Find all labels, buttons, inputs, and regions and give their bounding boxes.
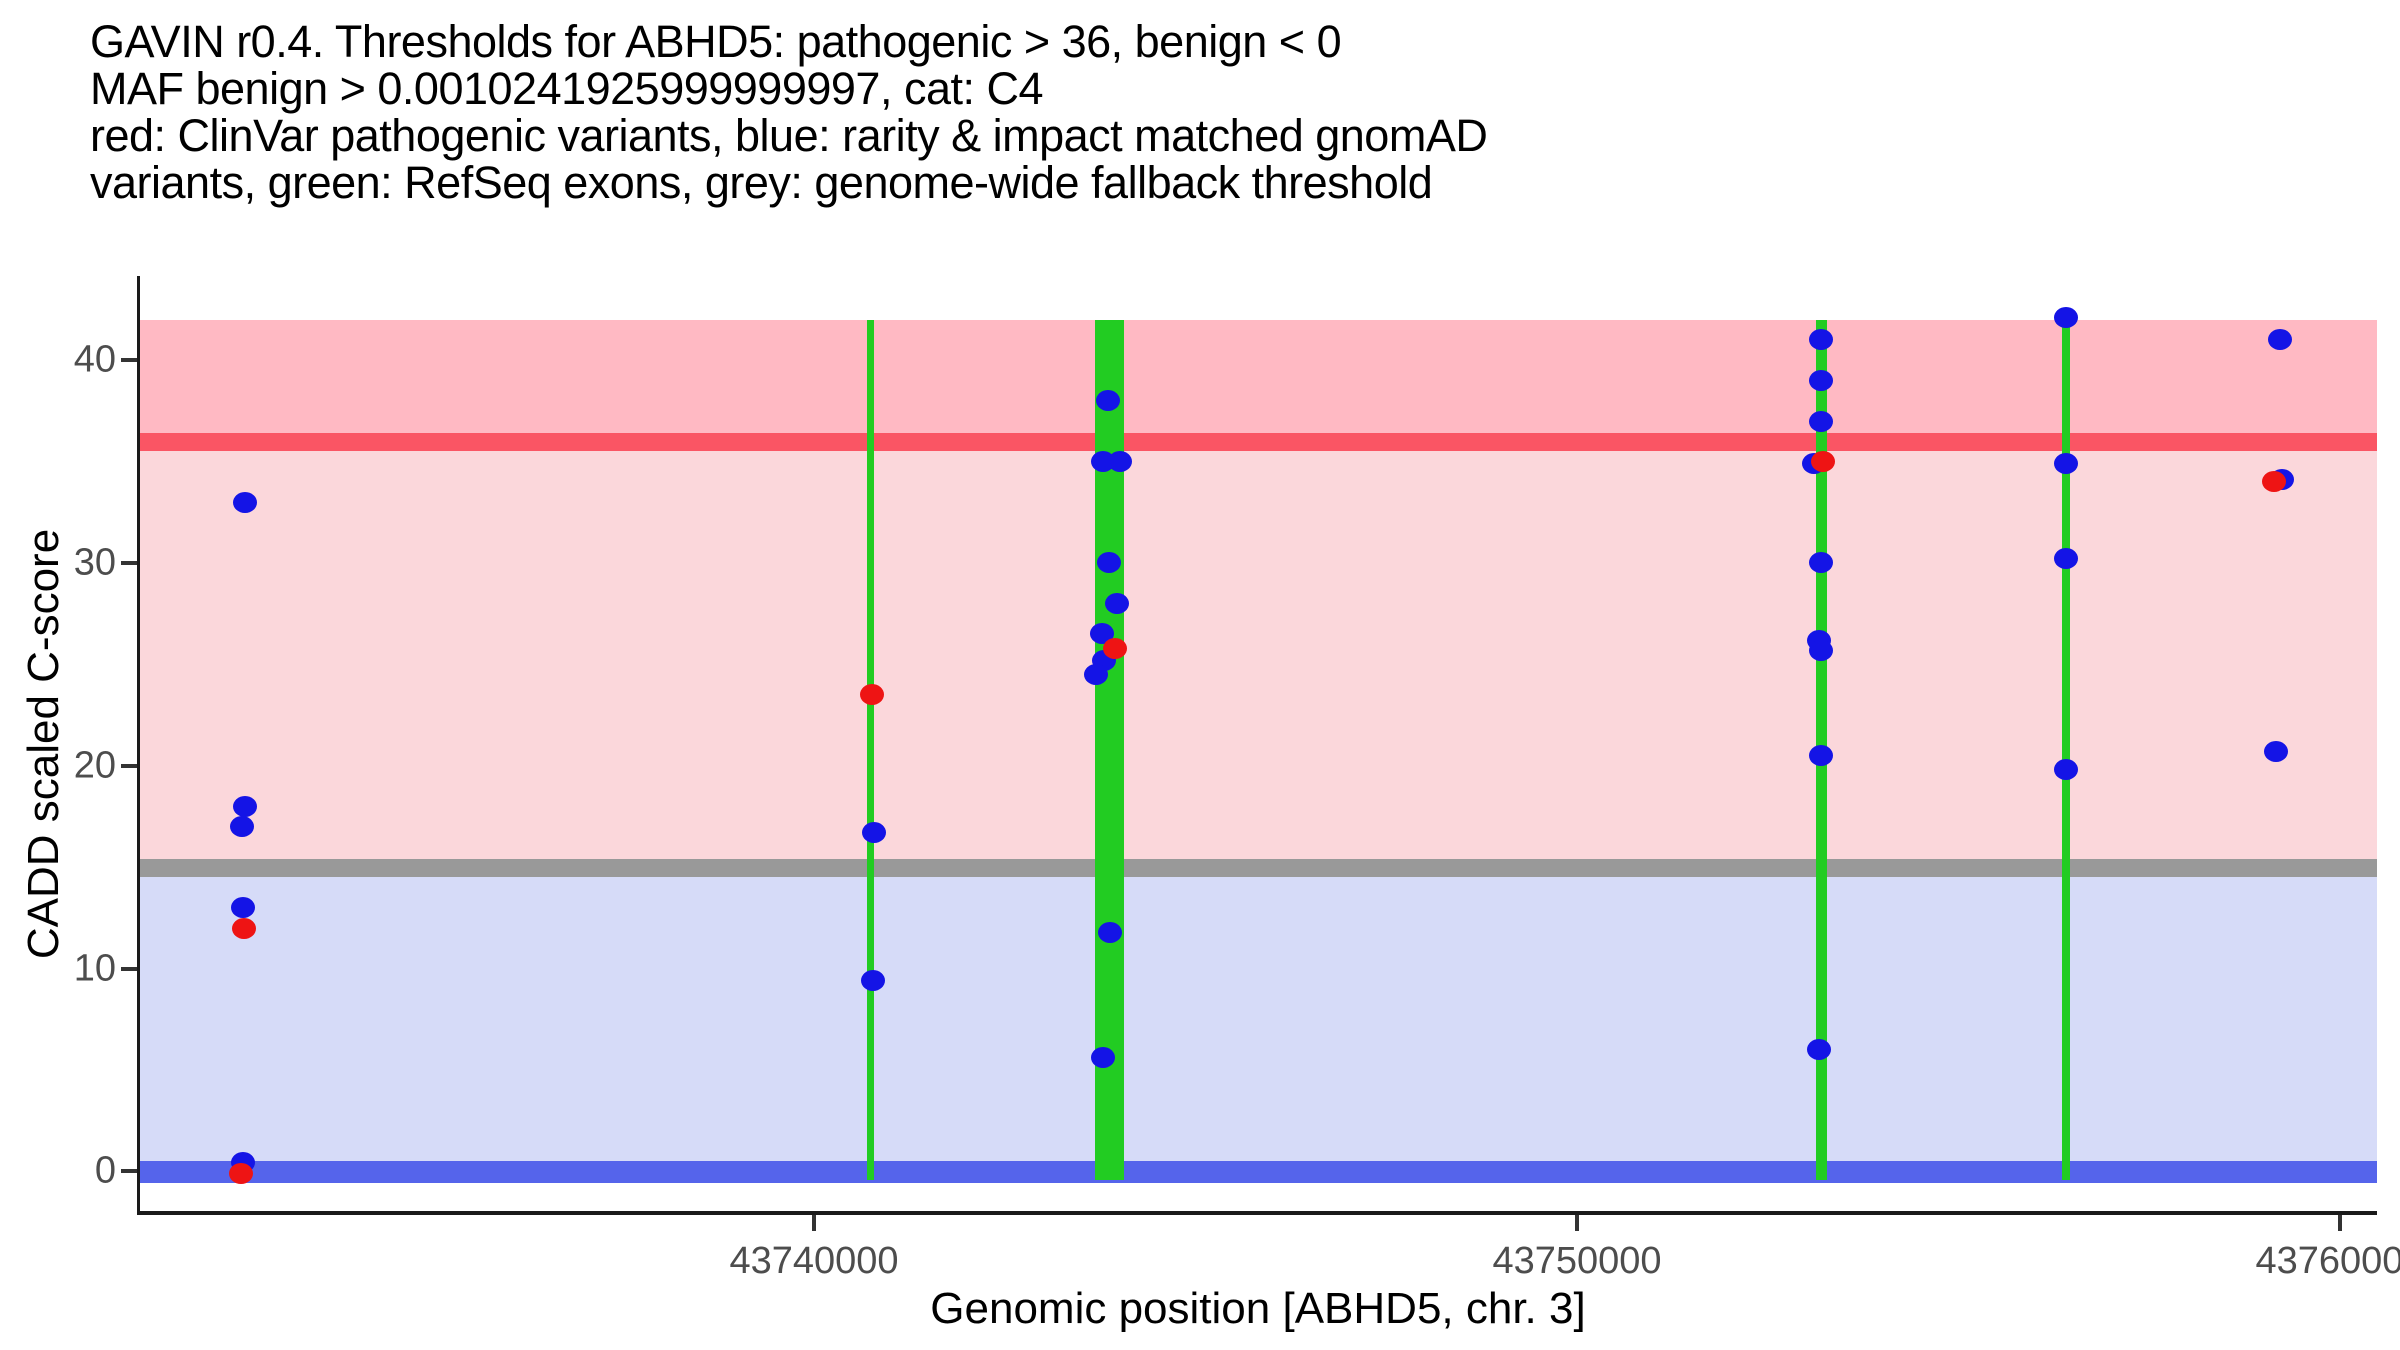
x-tick-mark: [2337, 1215, 2342, 1231]
clinvar-pathogenic-point: [2261, 471, 2286, 493]
refseq-exon: [867, 319, 874, 1180]
gnomad-matched-point: [1107, 451, 1132, 473]
gnomad-matched-point: [2054, 453, 2078, 475]
x-axis-title: Genomic position [ABHD5, chr. 3]: [930, 1284, 1586, 1333]
gnomad-matched-point: [1809, 552, 1833, 574]
plot-title-line-3: red: ClinVar pathogenic variants, blue: …: [90, 110, 1488, 161]
y-tick-mark: [121, 763, 137, 768]
y-tick-label: 0: [94, 1149, 116, 1192]
pathogenic-region: [140, 319, 2377, 434]
gnomad-matched-point: [1091, 1047, 1116, 1069]
x-axis-line: [137, 1211, 2377, 1215]
x-tick-mark: [1575, 1215, 1579, 1231]
y-tick-mark: [121, 1169, 137, 1174]
y-tick-mark: [121, 966, 137, 971]
gnomad-matched-point: [233, 491, 258, 513]
clinvar-pathogenic-point: [860, 684, 884, 706]
y-tick-label: 30: [73, 541, 116, 584]
fallback-threshold-line: [140, 859, 2377, 878]
plot-panel: [140, 276, 2377, 1212]
x-tick-label: 43750000: [1492, 1240, 1662, 1282]
gnomad-matched-point: [1809, 329, 1833, 351]
intermediate-region: [140, 451, 2377, 860]
gnomad-matched-point: [1096, 552, 1121, 574]
y-tick-mark: [121, 358, 137, 363]
gnomad-matched-point: [1097, 921, 1122, 943]
y-tick-label: 20: [73, 744, 116, 787]
plot-title-line-1: GAVIN r0.4. Thresholds for ABHD5: pathog…: [90, 16, 1342, 67]
gnomad-matched-point: [231, 897, 256, 919]
benign-region: [140, 877, 2377, 1162]
x-tick-label: 43740000: [729, 1240, 899, 1282]
y-tick-label: 40: [73, 338, 116, 381]
gnomad-matched-point: [1096, 390, 1120, 412]
y-tick-label: 10: [73, 947, 116, 990]
clinvar-pathogenic-point: [232, 917, 257, 939]
benign-threshold-line: [140, 1161, 2377, 1183]
gnomad-matched-point: [2054, 548, 2078, 570]
gnomad-matched-point: [233, 795, 258, 817]
clinvar-pathogenic-point: [229, 1162, 254, 1184]
clinvar-pathogenic-point: [1103, 637, 1128, 659]
gnomad-matched-point: [2054, 307, 2078, 329]
x-tick-label: 43760000: [2255, 1240, 2400, 1282]
gnomad-matched-point: [1809, 369, 1833, 391]
gnomad-matched-point: [2267, 329, 2292, 351]
gnomad-matched-point: [1105, 593, 1129, 615]
clinvar-pathogenic-point: [1810, 451, 1835, 473]
y-axis-title: CADD scaled C-score: [19, 528, 68, 960]
y-axis-line: [137, 276, 140, 1214]
gnomad-matched-point: [1809, 745, 1833, 767]
y-tick-mark: [121, 560, 137, 565]
plot-title-line-4: variants, green: RefSeq exons, grey: gen…: [90, 157, 1433, 208]
gnomad-matched-point: [1084, 664, 1109, 686]
gnomad-matched-point: [2263, 741, 2288, 763]
gnomad-matched-point: [1807, 1039, 1832, 1061]
gnomad-matched-point: [1809, 639, 1833, 661]
plot-title-line-2: MAF benign > 0.0010241925999999997, cat:…: [90, 63, 1044, 114]
x-tick-mark: [812, 1215, 817, 1231]
pathogenic-threshold-line: [140, 433, 2377, 452]
gnomad-matched-point: [861, 970, 885, 992]
refseq-exon: [2061, 319, 2070, 1180]
gnomad-matched-point: [1809, 410, 1833, 432]
gnomad-matched-point: [230, 816, 255, 838]
gnomad-matched-point: [861, 822, 886, 844]
gnomad-matched-point: [2054, 759, 2078, 781]
